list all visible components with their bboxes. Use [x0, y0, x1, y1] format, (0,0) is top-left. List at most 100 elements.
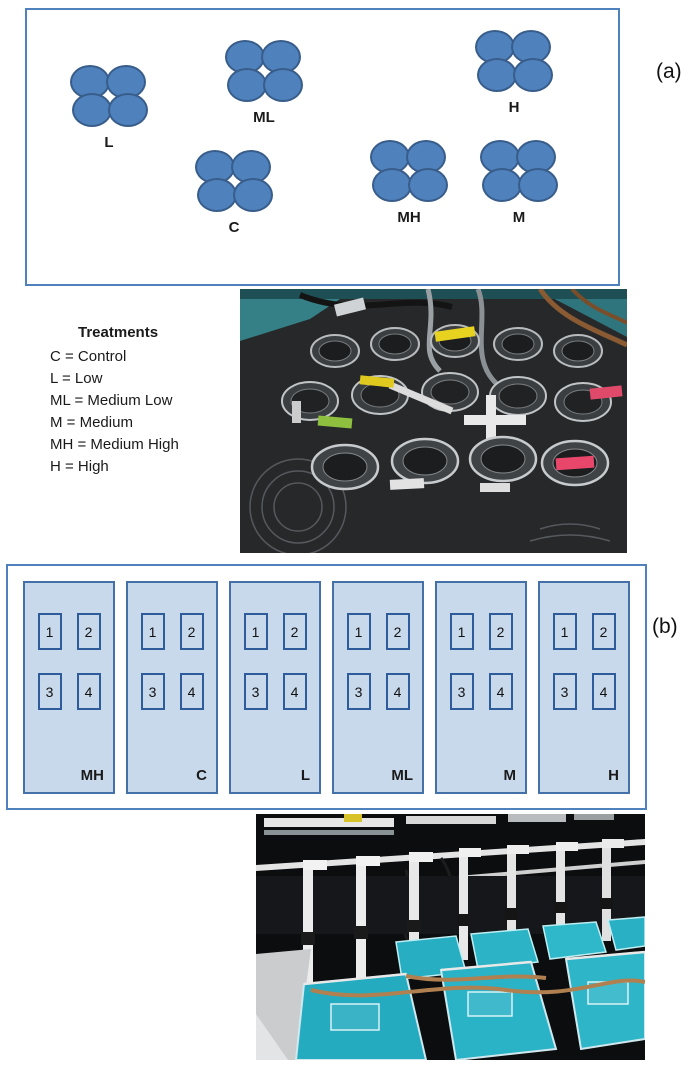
- tank-edge-white: [256, 1014, 288, 1060]
- tank-label: ML: [391, 767, 413, 784]
- dot-group: [195, 150, 273, 213]
- jar-row-front: [310, 435, 610, 491]
- green-tape: [317, 415, 353, 429]
- jar: [370, 327, 420, 361]
- jar: [493, 327, 543, 361]
- pink-tape: [589, 385, 623, 400]
- replicate-cell: 1: [552, 613, 577, 650]
- replicate-cell: 1: [37, 613, 62, 650]
- jar: [310, 443, 380, 491]
- cell-grid: 1 2 3 4: [540, 613, 628, 710]
- jar: [468, 435, 538, 483]
- dot-group: [475, 30, 553, 93]
- jar-row-middle: [281, 372, 612, 422]
- replicate-cell: 1: [449, 613, 474, 650]
- treatment-item: L = Low: [50, 370, 103, 387]
- cell-grid: 1 2 3 4: [334, 613, 422, 710]
- jar: [554, 382, 612, 422]
- jar: [489, 376, 547, 416]
- replicate-cell: 3: [346, 673, 371, 710]
- cluster-label: C: [228, 219, 240, 236]
- replicate-cell: 2: [591, 613, 616, 650]
- jar-dot: [513, 58, 553, 92]
- pvc-pipe: [505, 845, 529, 953]
- treatments-legend: Treatments C = Control L = Low ML = Medi…: [50, 322, 235, 478]
- yellow-tape: [434, 326, 476, 342]
- jar-dot: [227, 68, 267, 102]
- white-label: [480, 483, 510, 492]
- tank-C: 1 2 3 4 C: [126, 581, 218, 794]
- pvc-pipe: [554, 842, 578, 947]
- tank-L: 1 2 3 4 L: [229, 581, 321, 794]
- cyan-tank: [607, 916, 645, 951]
- cluster-C: C: [195, 150, 273, 236]
- white-label: [389, 478, 425, 490]
- tape-labels: [292, 326, 623, 492]
- cell-grid: 1 2 3 4: [128, 613, 216, 710]
- pvc-pipe: [354, 856, 380, 978]
- panel-a-box: L ML H: [25, 8, 620, 286]
- tank-label: C: [196, 767, 207, 784]
- replicate-cell: 2: [282, 613, 307, 650]
- jar-dot: [233, 178, 273, 212]
- tank-H: 1 2 3 4 H: [538, 581, 630, 794]
- tank-rims: [303, 950, 645, 986]
- jars-photo: [240, 289, 627, 553]
- cluster-M: M: [480, 140, 558, 226]
- replicate-cell: 4: [282, 673, 307, 710]
- replicate-cell: 4: [76, 673, 101, 710]
- replicate-cell: 4: [488, 673, 513, 710]
- jar-dot: [482, 168, 522, 202]
- tank-label: M: [503, 767, 517, 784]
- jar-dot: [518, 168, 558, 202]
- jar-dot: [408, 168, 448, 202]
- cyan-tank: [542, 921, 608, 960]
- dot-group: [225, 40, 303, 103]
- cluster-label: ML: [253, 109, 275, 126]
- panel-a-letter: (a): [656, 60, 682, 83]
- pvc-pipe: [301, 860, 327, 986]
- replicate-cell: 1: [243, 613, 268, 650]
- replicate-cell: 3: [243, 673, 268, 710]
- table-ledge: [256, 949, 311, 1060]
- jar-dot: [477, 58, 517, 92]
- replicate-cell: 1: [140, 613, 165, 650]
- tank-MH: 1 2 3 4 MH: [23, 581, 115, 794]
- pvc-pipe: [600, 839, 624, 941]
- replicate-cell: 1: [346, 613, 371, 650]
- jar: [281, 381, 339, 421]
- jar-dot: [72, 93, 112, 127]
- tank-edge: [240, 289, 627, 299]
- cluster-label: L: [104, 134, 114, 151]
- replicate-cell: 3: [37, 673, 62, 710]
- dot-group: [370, 140, 448, 203]
- pvc-pipe: [407, 852, 433, 966]
- jar-dot: [197, 178, 237, 212]
- jar: [390, 437, 460, 485]
- tank-rim: [535, 289, 627, 337]
- replicate-cell: 4: [385, 673, 410, 710]
- tank-label: H: [608, 767, 619, 784]
- tank-rack-photo: [256, 814, 645, 1060]
- replicate-cell: 3: [449, 673, 474, 710]
- cluster-label: H: [508, 99, 520, 116]
- jar: [553, 334, 603, 368]
- cyan-tank: [470, 928, 539, 970]
- replicate-cell: 2: [385, 613, 410, 650]
- cluster-ML: ML: [225, 40, 303, 126]
- jar-dot: [372, 168, 412, 202]
- replicate-cell: 4: [179, 673, 204, 710]
- tank-label: L: [300, 767, 310, 784]
- jar: [310, 334, 360, 368]
- tank-M: 1 2 3 4 M: [435, 581, 527, 794]
- ceiling-lights: [264, 814, 614, 835]
- yellow-tag: [344, 814, 362, 822]
- cluster-label: M: [512, 209, 526, 226]
- treatment-item: M = Medium: [50, 414, 133, 431]
- treatment-item: H = High: [50, 458, 109, 475]
- cluster-H: H: [475, 30, 553, 116]
- cell-grid: 1 2 3 4: [25, 613, 113, 710]
- yellow-tape: [359, 375, 395, 388]
- tubing: [298, 289, 627, 387]
- jar-row-back: [310, 324, 603, 368]
